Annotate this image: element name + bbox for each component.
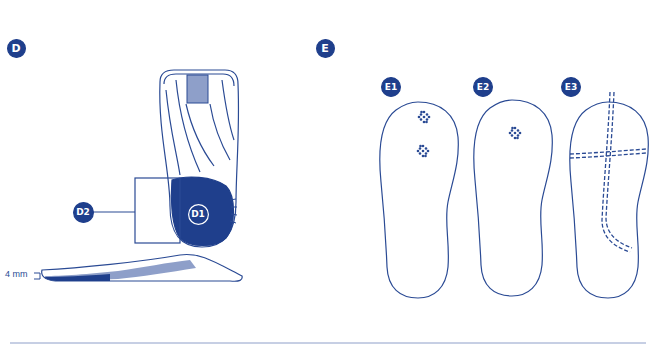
dot <box>426 113 429 116</box>
dot <box>423 116 426 119</box>
dot <box>422 150 425 153</box>
dot <box>514 132 517 135</box>
dot <box>425 152 428 155</box>
callout-badge: D1 <box>188 204 209 225</box>
dot <box>419 152 422 155</box>
section-badge: D <box>7 39 26 58</box>
badge-text-box: E3 <box>561 77 581 97</box>
badge-circle <box>73 202 93 222</box>
dot <box>517 134 520 137</box>
insole-side-view <box>34 254 242 281</box>
callout-badge: E1 <box>381 77 401 97</box>
badge-text-box: E1 <box>381 77 401 97</box>
badge-label: D2 <box>76 207 90 217</box>
callout-badge: E2 <box>473 77 493 97</box>
badge-circle <box>474 78 493 97</box>
dot <box>420 118 423 121</box>
rule <box>10 343 646 344</box>
insole-top-view <box>92 70 239 247</box>
dot <box>514 137 517 140</box>
badge-label: E2 <box>477 82 489 92</box>
dot <box>423 121 426 124</box>
dashed-lines <box>570 92 646 252</box>
badge-circle <box>562 78 581 97</box>
dimension-label: 4 mm <box>5 269 28 279</box>
badge-circle <box>188 204 208 224</box>
dot <box>422 145 425 148</box>
dot <box>422 155 425 158</box>
dot <box>420 113 423 116</box>
badge-label: E1 <box>385 82 397 92</box>
badge-circle <box>7 39 25 57</box>
badge-label: E3 <box>565 82 577 92</box>
dot <box>425 121 428 124</box>
dot <box>418 116 421 119</box>
badge-text-box: D2 <box>73 202 94 223</box>
badge-circle <box>382 78 401 97</box>
dot <box>428 116 431 119</box>
dot-cluster <box>417 111 522 158</box>
dot <box>426 118 429 121</box>
dot <box>511 134 514 137</box>
section-badge: E <box>316 39 335 58</box>
dot <box>424 155 427 158</box>
dot <box>417 150 420 153</box>
dot <box>511 127 514 130</box>
dot <box>423 111 426 114</box>
dot <box>419 147 422 150</box>
badge-label: D1 <box>191 209 205 219</box>
badge-text-box: E <box>316 39 335 58</box>
badge-text-box: D1 <box>188 204 209 225</box>
dot <box>420 111 423 114</box>
badge-text-box: D <box>7 39 26 58</box>
badge-label: E <box>321 42 329 55</box>
dot <box>517 129 520 132</box>
dot <box>516 137 519 140</box>
dot <box>419 145 422 148</box>
dot <box>514 127 517 130</box>
dot <box>425 147 428 150</box>
callout-badge: D2 <box>73 202 94 223</box>
dot <box>427 150 430 153</box>
badge-label: D <box>11 42 20 55</box>
badge-circle <box>316 39 334 57</box>
badge-text-box: E2 <box>473 77 493 97</box>
callout-badge: E3 <box>561 77 581 97</box>
dot <box>511 129 514 132</box>
dot <box>509 132 512 135</box>
dot <box>519 132 522 135</box>
